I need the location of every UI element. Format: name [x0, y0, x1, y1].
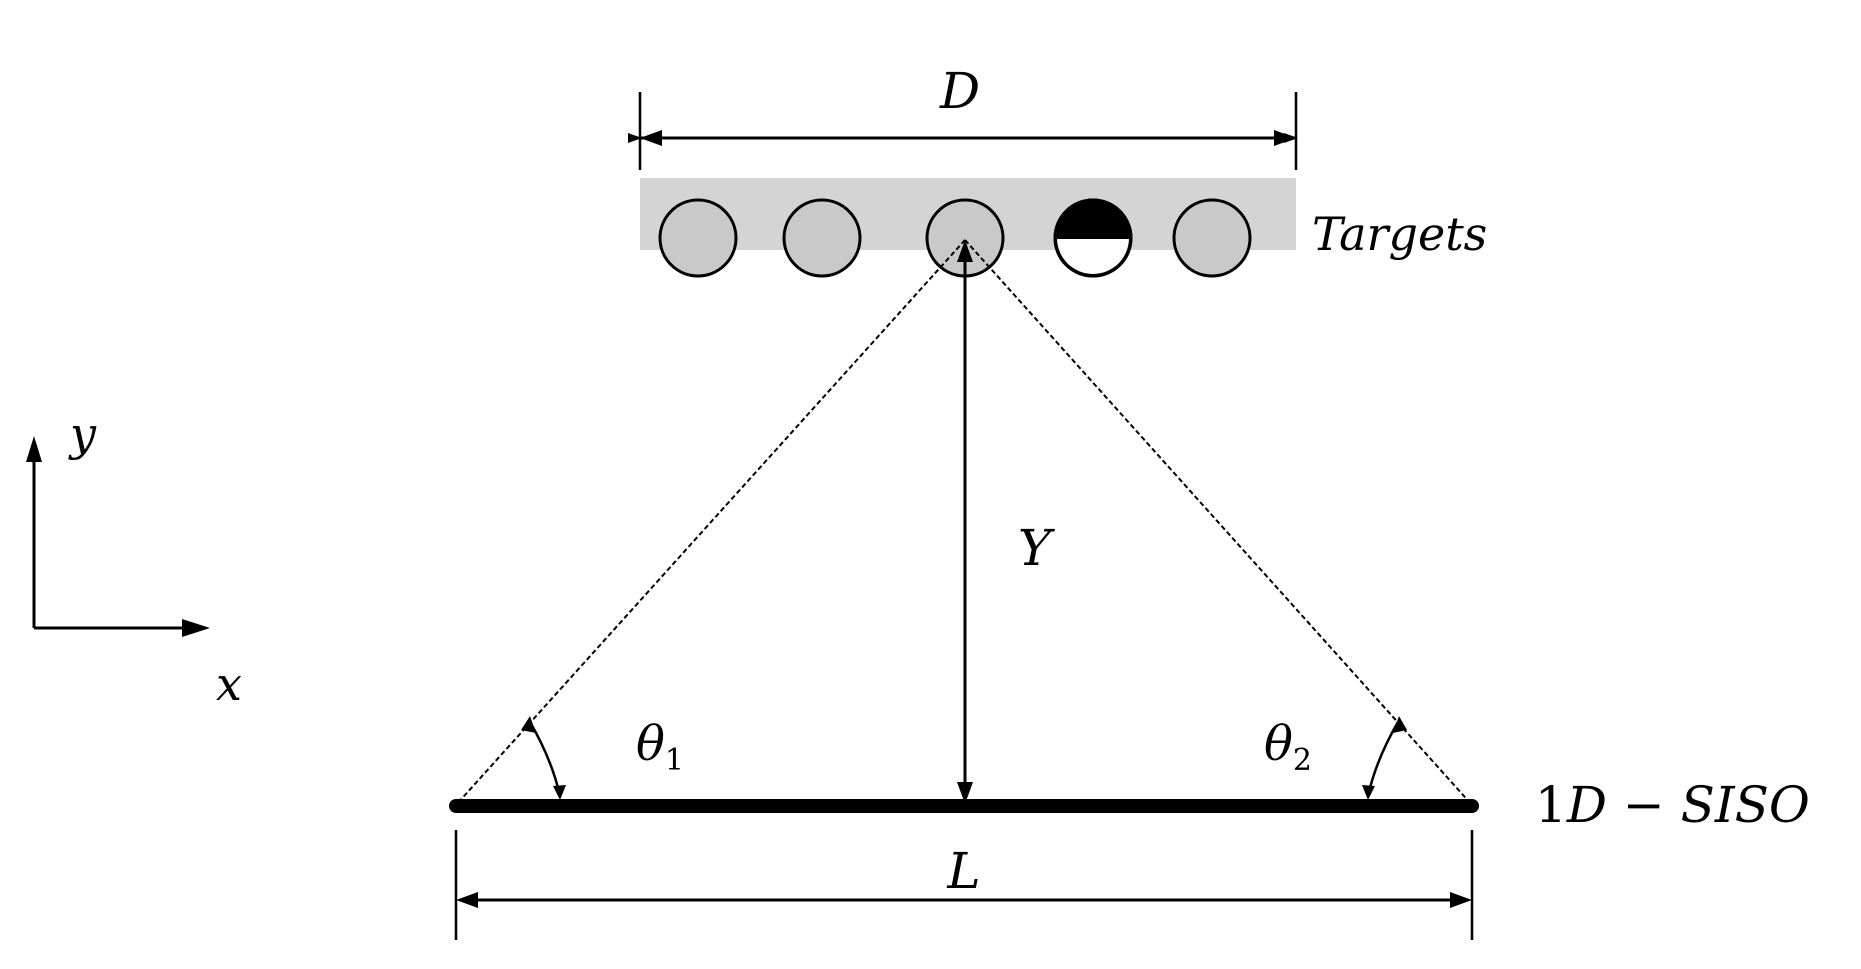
target-1: [658, 198, 738, 278]
length-arrowhead-left: [456, 892, 478, 908]
angle-2-arrowhead-bottom: [1362, 785, 1375, 800]
angle-1-arrowhead-top: [521, 716, 536, 733]
array-bar: 1D − SISO: [449, 776, 1810, 834]
y-axis-arrowhead: [26, 436, 42, 462]
y-axis-label: y: [68, 407, 97, 461]
range-label: Y: [1018, 519, 1055, 577]
aperture-arrowhead-right: [1274, 130, 1296, 146]
left-slant-line: [455, 239, 966, 806]
coordinate-axes: y x: [26, 407, 242, 711]
target-4: [1053, 198, 1133, 278]
angle-2-arc: [1366, 721, 1400, 797]
targets-group: Targets: [640, 178, 1487, 278]
x-axis-arrowhead: [182, 619, 210, 637]
x-axis-label: x: [216, 657, 242, 711]
angle-1-arc: [528, 721, 562, 797]
length-label: L: [946, 842, 980, 900]
angle-1-arrowhead-bottom: [553, 785, 566, 800]
angle-1-label: θ1: [636, 716, 684, 778]
angle-theta-1: θ1: [521, 716, 684, 800]
aperture-dimension: D: [628, 62, 1298, 170]
aperture-label: D: [939, 62, 980, 120]
length-dimension: L: [454, 830, 1474, 940]
range-arrowhead-bottom: [957, 782, 973, 804]
range-dimension: Y: [957, 240, 1055, 804]
angle-2-label: θ2: [1264, 716, 1312, 778]
array-label-prefix: 1: [1535, 776, 1567, 834]
angle-2-arrowhead-top: [1393, 716, 1407, 733]
aperture-arrowhead-left: [640, 130, 662, 146]
array-label-name: D − SISO: [1566, 776, 1810, 834]
range-arrowhead-top: [957, 240, 973, 262]
right-slant-line: [964, 239, 1473, 806]
target-5: [1172, 198, 1252, 278]
array-label: 1D − SISO: [1535, 776, 1810, 834]
target-2: [782, 198, 862, 278]
targets-label: Targets: [1312, 207, 1487, 261]
angle-theta-2: θ2: [1264, 716, 1407, 800]
length-arrowhead-right: [1450, 892, 1472, 908]
